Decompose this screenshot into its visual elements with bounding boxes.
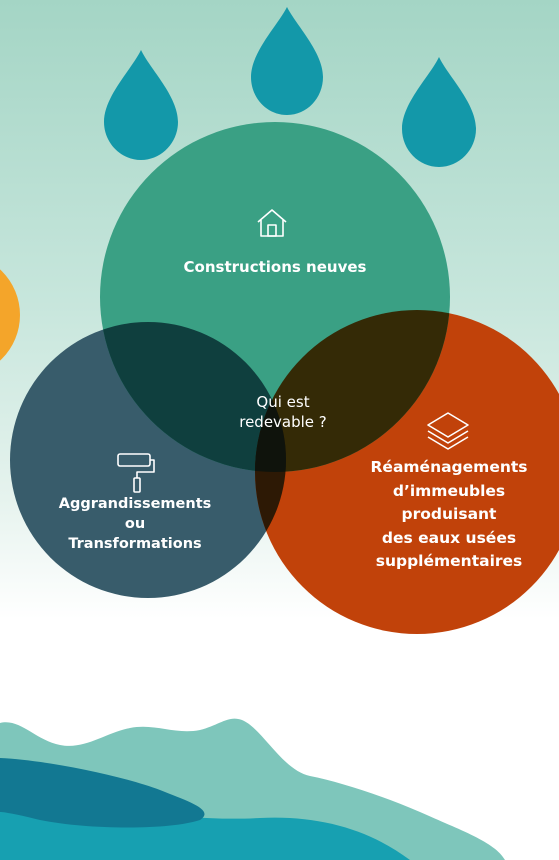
label-line: d’immeubles: [392, 481, 506, 500]
label-line: Réaménagements: [370, 458, 528, 476]
overlap-top-right: [255, 310, 450, 472]
label-constructions-neuves: Constructions neuves: [184, 255, 367, 279]
side-circle-decoration: [0, 269, 20, 361]
layers-icon: [427, 412, 469, 450]
label-reamenagements: Réaménagements d’immeubles produisant de…: [370, 456, 527, 574]
label-line: Constructions neuves: [183, 258, 367, 276]
center-question-label: Qui est redevable ?: [239, 392, 327, 432]
paint-roller-icon: [117, 453, 155, 493]
label-line: Aggrandissements: [58, 496, 212, 512]
label-line: redevable ?: [239, 413, 327, 431]
label-line: Qui est: [256, 393, 310, 411]
water-drop-icon: [251, 7, 323, 115]
label-line: produisant: [401, 505, 497, 523]
water-decoration: [0, 790, 410, 860]
label-line: ou: [124, 516, 146, 532]
label-line: des eaux usées: [381, 528, 517, 547]
water-drop-icon: [402, 57, 476, 167]
water-drop-icon: [104, 50, 178, 160]
house-icon: [257, 209, 287, 237]
water-dark-decoration: [0, 758, 205, 828]
label-line: supplémentaires: [375, 552, 523, 570]
label-aggrandissements: Aggrandissements ou Transformations: [59, 494, 212, 554]
label-line: Transformations: [68, 536, 202, 552]
